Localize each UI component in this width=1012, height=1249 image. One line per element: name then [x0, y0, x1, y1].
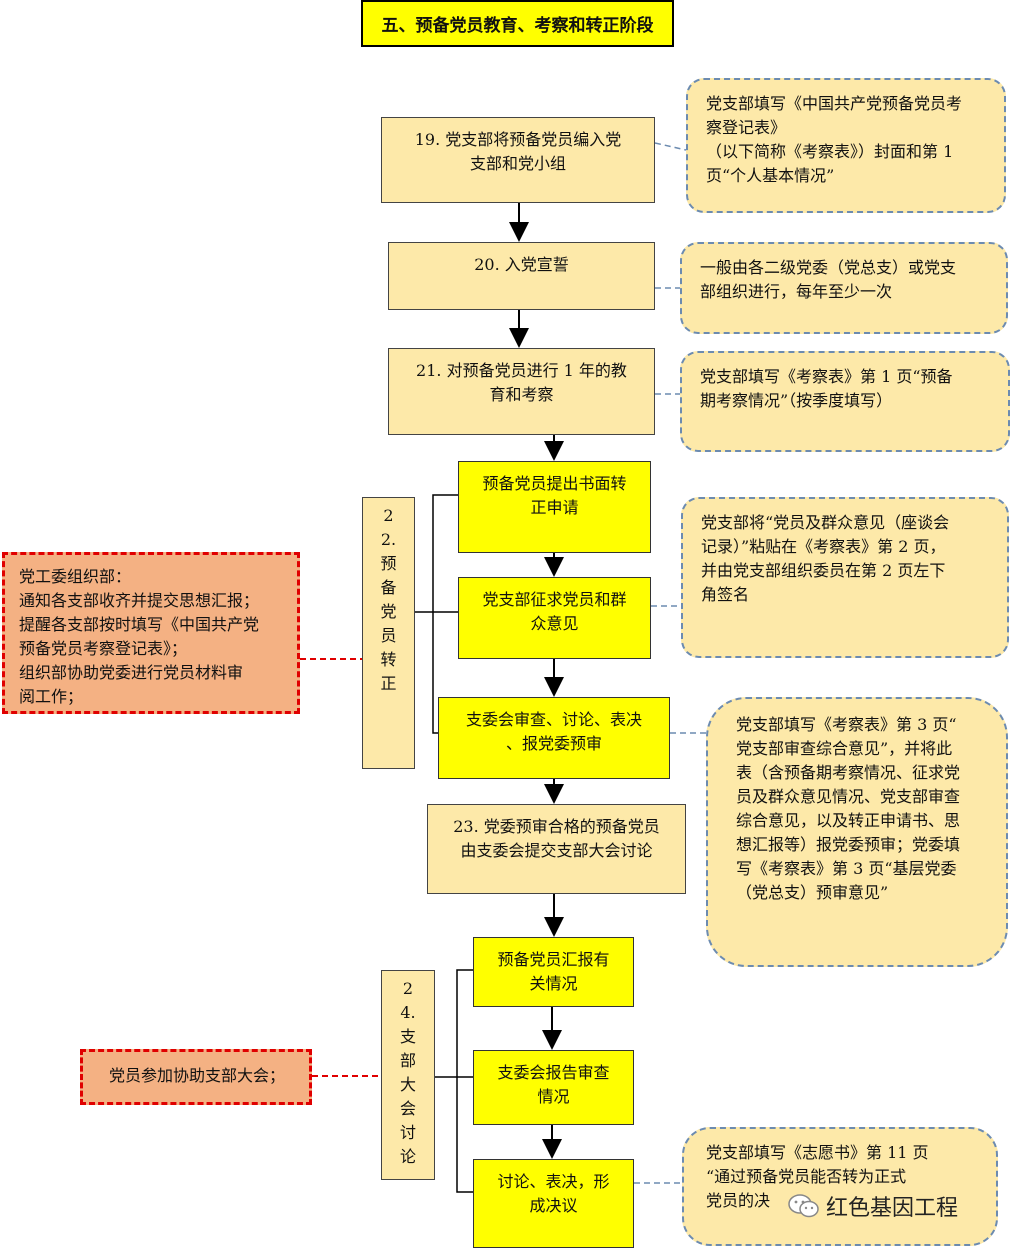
bracket-24	[456, 969, 473, 1193]
wechat-icon	[788, 1194, 819, 1218]
page-title: 五、预备党员教育、考察和转正阶段	[361, 0, 674, 47]
bracket-22	[432, 494, 458, 734]
step-22a-text: 预备党员提出书面转 正申请	[482, 474, 627, 517]
step-19-text: 19. 党支部将预备党员编入党 支部和党小组	[414, 130, 622, 173]
red-note-24: 党员参加协助支部大会；	[80, 1049, 312, 1105]
step-24a-text: 预备党员汇报有 关情况	[497, 950, 610, 993]
step-21-text: 21. 对预备党员进行 1 年的教 育和考察	[416, 361, 627, 404]
note-22c: 党支部填写《考察表》第 3 页“ 党支部审查综合意见”，并将此 表（含预备期考察…	[706, 697, 1008, 967]
step-21-box: 21. 对预备党员进行 1 年的教 育和考察	[388, 348, 655, 435]
note-24c: 党支部填写《志愿书》第 11 页 “通过预备党员能否转为正式 党员的决	[682, 1127, 998, 1246]
note-22b: 党支部将“党员及群众意见（座谈会 记录）”粘贴在《考察表》第 2 页， 并由党支…	[681, 497, 1009, 658]
step-24b-box: 支委会报告审查 情况	[473, 1050, 634, 1125]
step-23-box: 23. 党委预审合格的预备党员 由支委会提交支部大会讨论	[427, 804, 686, 894]
group-24-label: 24.支部大会讨论	[381, 970, 435, 1180]
step-22a-box: 预备党员提出书面转 正申请	[458, 461, 651, 553]
step-24a-box: 预备党员汇报有 关情况	[473, 937, 634, 1007]
step-24b-text: 支委会报告审查 情况	[497, 1063, 610, 1106]
step-22b-box: 党支部征求党员和群 众意见	[458, 577, 651, 659]
step-20-text: 20. 入党宣誓	[474, 255, 569, 274]
step-22c-box: 支委会审查、讨论、表决 、报党委预审	[438, 697, 670, 779]
step-19-box: 19. 党支部将预备党员编入党 支部和党小组	[381, 117, 655, 203]
step-24c-text: 讨论、表决，形 成决议	[497, 1172, 610, 1215]
group-22-label: 22.预备党员转正	[362, 497, 415, 769]
red-note-22: 党工委组织部： 通知各支部收齐并提交思想汇报； 提醒各支部按时填写《中国共产党 …	[2, 552, 300, 714]
watermark: 红色基因工程	[788, 1186, 998, 1226]
step-22c-text: 支委会审查、讨论、表决 、报党委预审	[465, 710, 642, 753]
note-20: 一般由各二级党委（党总支）或党支 部组织进行，每年至少一次	[680, 242, 1008, 334]
note-19: 党支部填写《中国共产党预备党员考 察登记表》 （以下简称《考察表》）封面和第 1…	[686, 78, 1006, 213]
step-22b-text: 党支部征求党员和群 众意见	[482, 590, 627, 633]
watermark-text: 红色基因工程	[826, 1196, 959, 1221]
step-24c-box: 讨论、表决，形 成决议	[473, 1159, 634, 1248]
note-21: 党支部填写《考察表》第 1 页“预备 期考察情况”（按季度填写）	[680, 351, 1010, 452]
step-23-text: 23. 党委预审合格的预备党员 由支委会提交支部大会讨论	[453, 817, 660, 860]
step-20-box: 20. 入党宣誓	[388, 242, 655, 310]
